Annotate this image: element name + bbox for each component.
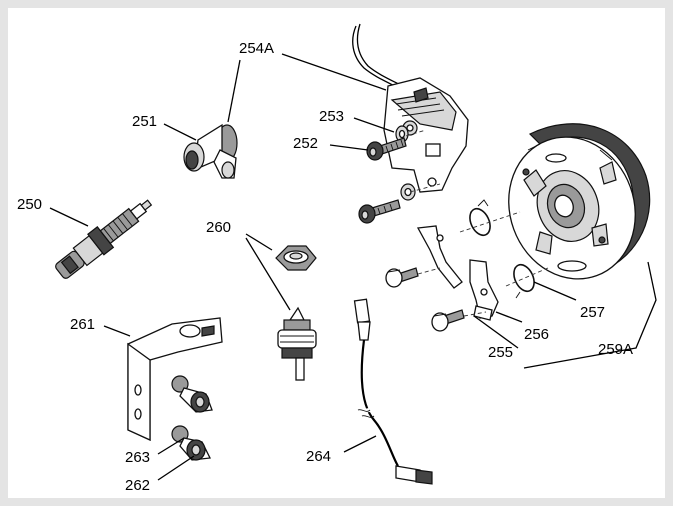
part-250-spark-plug <box>55 199 153 279</box>
assembly-lines <box>405 129 549 317</box>
label-252: 252 <box>293 135 318 152</box>
label-254A: 254A <box>239 40 274 57</box>
part-261-bracket <box>127 317 223 442</box>
label-260: 260 <box>206 219 231 236</box>
part-255-bolt <box>385 267 465 332</box>
part-264-wire <box>353 298 433 485</box>
label-264: 264 <box>306 448 331 465</box>
label-256: 256 <box>524 326 549 343</box>
label-251: 251 <box>132 113 157 130</box>
part-251-plug-cap <box>183 123 238 179</box>
label-257: 257 <box>580 304 605 321</box>
leader-lines <box>49 53 657 481</box>
part-262-screw <box>171 425 211 461</box>
part-253-washer-upper <box>395 125 409 143</box>
label-250: 250 <box>17 196 42 213</box>
diagram-frame: 250 251 254A 253 252 260 261 263 262 264… <box>8 8 665 498</box>
label-259A: 259A <box>598 341 633 358</box>
part-257-spring <box>469 199 535 299</box>
label-255: 255 <box>488 344 513 361</box>
part-263-screw <box>171 375 213 413</box>
part-254A-ignition-coil <box>352 23 469 193</box>
label-253: 253 <box>319 108 344 125</box>
part-252-screw-upper <box>366 137 407 161</box>
part-260-switch <box>275 245 317 381</box>
exploded-parts-diagram: 250 251 254A 253 252 260 261 263 262 264… <box>17 23 657 494</box>
part-256-breaker-arm <box>416 225 499 321</box>
label-262: 262 <box>125 477 150 494</box>
label-263: 263 <box>125 449 150 466</box>
part-labels: 250 251 254A 253 252 260 261 263 262 264… <box>17 40 633 494</box>
part-screw-lower <box>358 183 416 224</box>
part-259A-flywheel <box>508 123 651 280</box>
label-261: 261 <box>70 316 95 333</box>
